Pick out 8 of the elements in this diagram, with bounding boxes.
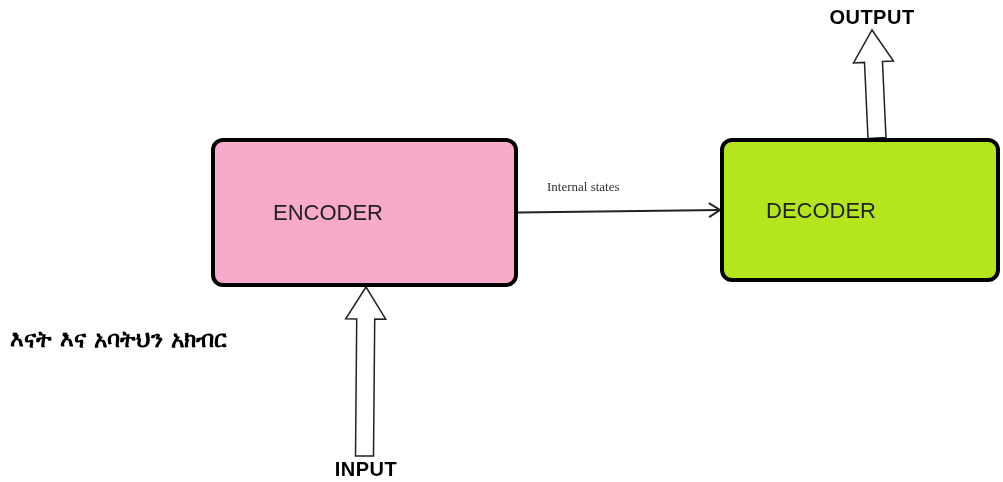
io-label: INPUT (320, 456, 412, 482)
caption-text: እናት እና አባትህን አክብር (10, 325, 228, 354)
block-arrow (852, 28, 895, 140)
io-label: OUTPUT (810, 4, 934, 30)
block-arrow (344, 285, 388, 457)
process-box: ENCODER (211, 138, 518, 287)
process-box: DECODER (720, 138, 1000, 282)
arrow (517, 202, 721, 219)
